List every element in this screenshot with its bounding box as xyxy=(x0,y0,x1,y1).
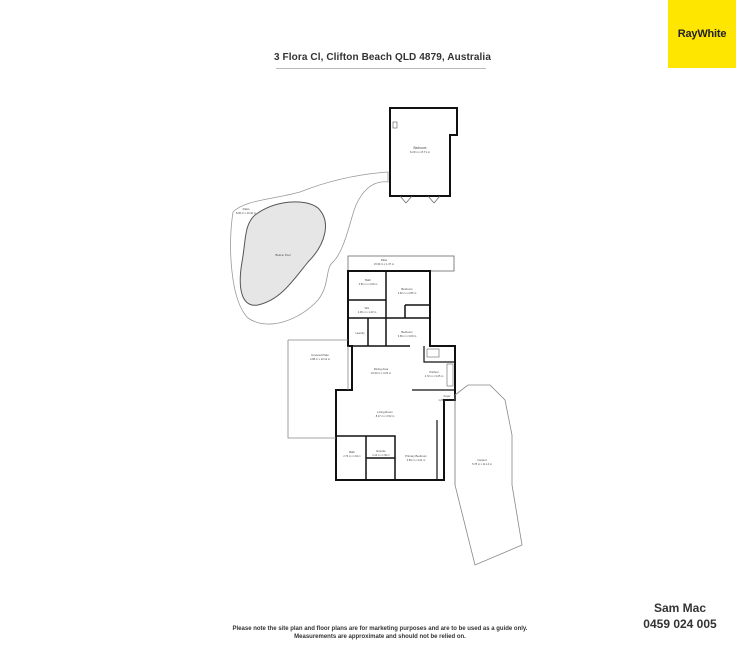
dims-patio-north: 15.90 m x 1.37 m xyxy=(374,262,394,266)
bedroom-wing-walls xyxy=(348,271,430,347)
kitchen-walls xyxy=(412,346,455,391)
dims-bedroom-outbuilding: 6.29 m x 8.71 m xyxy=(410,150,431,154)
agent-contact: Sam Mac 0459 024 005 xyxy=(620,600,740,632)
dims-carport: 5.78 m x 11.14 m xyxy=(472,462,492,466)
dims-living-room: 8.17 m x 3.52 m xyxy=(376,414,395,418)
label-living-room: Living Room xyxy=(377,410,393,414)
dims-bath: 2.81 m x 2.09 m xyxy=(359,282,378,286)
disclaimer: Please note the site plan and floor plan… xyxy=(200,625,560,641)
dims-patio-pool: 8.90 m x 10.10 m xyxy=(236,211,256,215)
dims-ensuite: 2.14 m x 1.96 m xyxy=(372,454,389,457)
label-bath-2: Bath xyxy=(349,450,355,454)
label-primary-bedroom: Primary Bedroom xyxy=(405,454,427,458)
dims-bedroom-2: 3.66 m x 3.09 m xyxy=(398,334,417,338)
label-laundry: Laundry xyxy=(355,331,365,335)
agent-phone[interactable]: 0459 024 005 xyxy=(643,617,717,631)
label-foyer: Foyer xyxy=(444,394,451,398)
label-ensuite: Ensuite xyxy=(376,449,386,453)
dims-foyer: 1.25 m x 1.44 m xyxy=(438,399,455,402)
disclaimer-line-1: Please note the site plan and floor plan… xyxy=(232,626,528,632)
label-carport: Carport xyxy=(477,458,487,462)
pool-shape xyxy=(239,201,326,306)
label-bedroom-outbuilding: Bedroom xyxy=(414,146,427,150)
dims-bath-2: 2.76 m x 1.92 m xyxy=(343,455,360,458)
property-address: 3 Flora Cl, Clifton Beach QLD 4879, Aust… xyxy=(274,52,491,63)
label-bath: Bath xyxy=(365,278,371,282)
brand-logo-text: RayWhite xyxy=(677,28,727,40)
dims-covered-patio: 4.98 m x 12.14 m xyxy=(310,357,330,361)
brand-logo[interactable]: RayWhite xyxy=(668,0,736,68)
dims-primary-bedroom: 4.83 m x 4.21 m xyxy=(407,458,426,462)
dims-dining-area: 10.00 m x 3.23 m xyxy=(371,371,391,375)
outbuilding-walls xyxy=(389,107,458,197)
label-kitchen: Kitchen xyxy=(429,370,439,374)
label-bedroom-2: Bedroom xyxy=(401,330,413,334)
carport-outline xyxy=(454,384,523,566)
label-wic: Wic xyxy=(365,306,370,310)
label-pool: Built-in Pool xyxy=(276,253,291,257)
disclaimer-line-2: Measurements are approximate and should … xyxy=(294,634,466,640)
label-patio-pool: Patio xyxy=(243,207,250,211)
room-labels: Bedroom 6.29 m x 8.71 m Patio 8.90 m x 1… xyxy=(236,146,492,466)
covered-patio-outline xyxy=(287,339,349,439)
pool-patio-outline xyxy=(230,171,389,325)
dims-bedroom-1: 3.62 m x 2.85 m xyxy=(398,291,417,295)
address-divider xyxy=(276,68,486,69)
agent-name: Sam Mac xyxy=(653,601,707,615)
label-dining-area: Dining Area xyxy=(374,367,389,371)
dims-kitchen: 2.72 m x 3.25 m xyxy=(425,374,444,378)
label-patio-north: Patio xyxy=(381,258,388,262)
label-covered-patio: Covered Patio xyxy=(311,353,329,357)
bath-walls xyxy=(336,435,396,480)
dims-wic: 2.06 m x 1.43 m xyxy=(358,310,377,314)
label-bedroom-1: Bedroom xyxy=(401,287,413,291)
north-patio xyxy=(347,255,455,272)
